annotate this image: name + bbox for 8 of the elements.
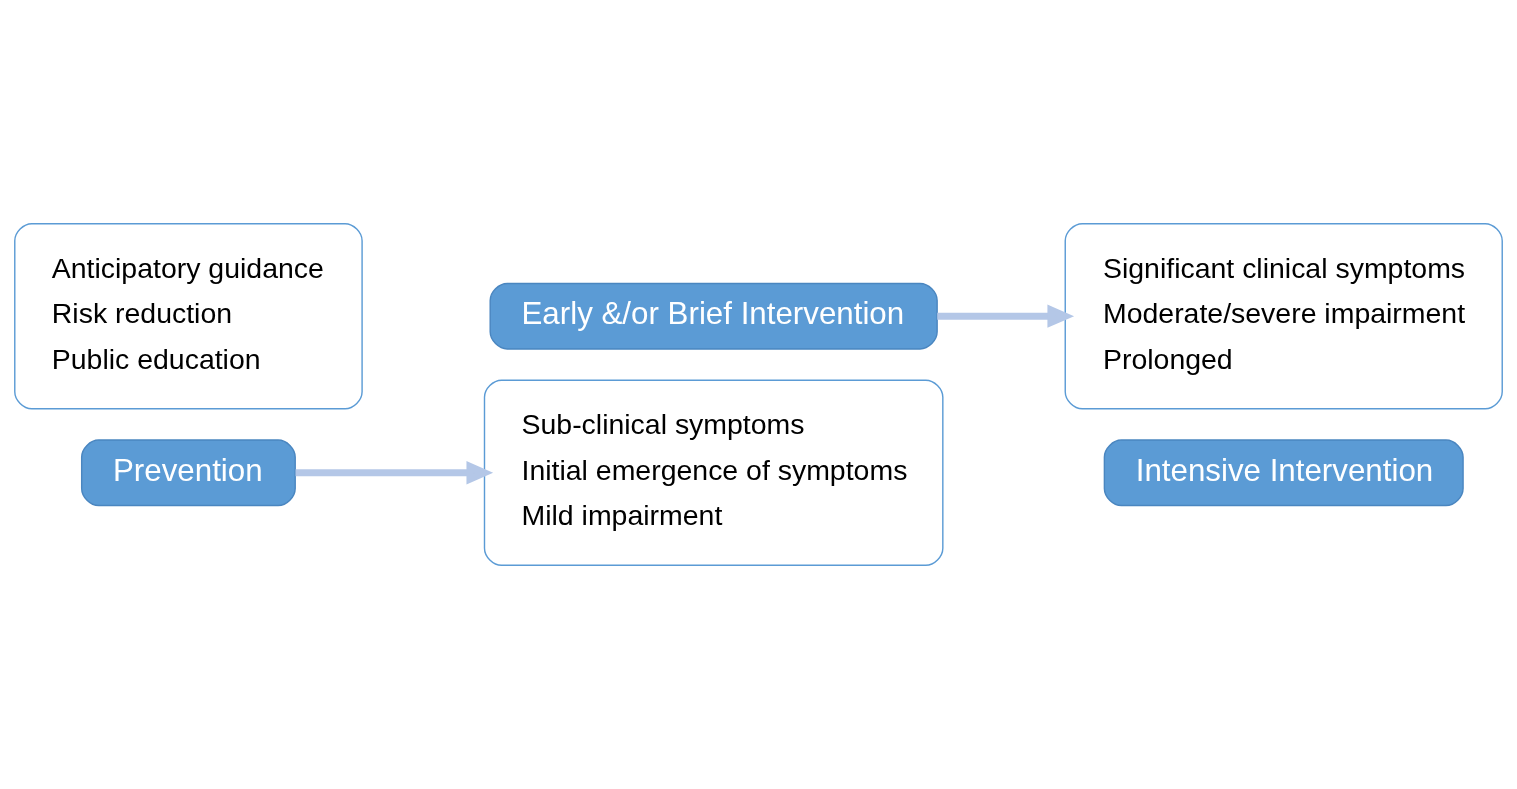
node-box: Anticipatory guidance Risk reduction Public education (14, 223, 363, 410)
node-box: Sub-clinical symptoms Initial emergence of symptoms Mild impairment (483, 379, 944, 566)
node-box: Significant clinical symptoms Moderate/severe impairment Prolonged (1064, 223, 1503, 410)
node-box: Early &/or Brief Intervention (489, 282, 938, 350)
arrow (937, 304, 1075, 328)
node-box: Prevention (80, 439, 296, 507)
arrow (295, 461, 494, 485)
node-box: Intensive Intervention (1103, 439, 1464, 507)
